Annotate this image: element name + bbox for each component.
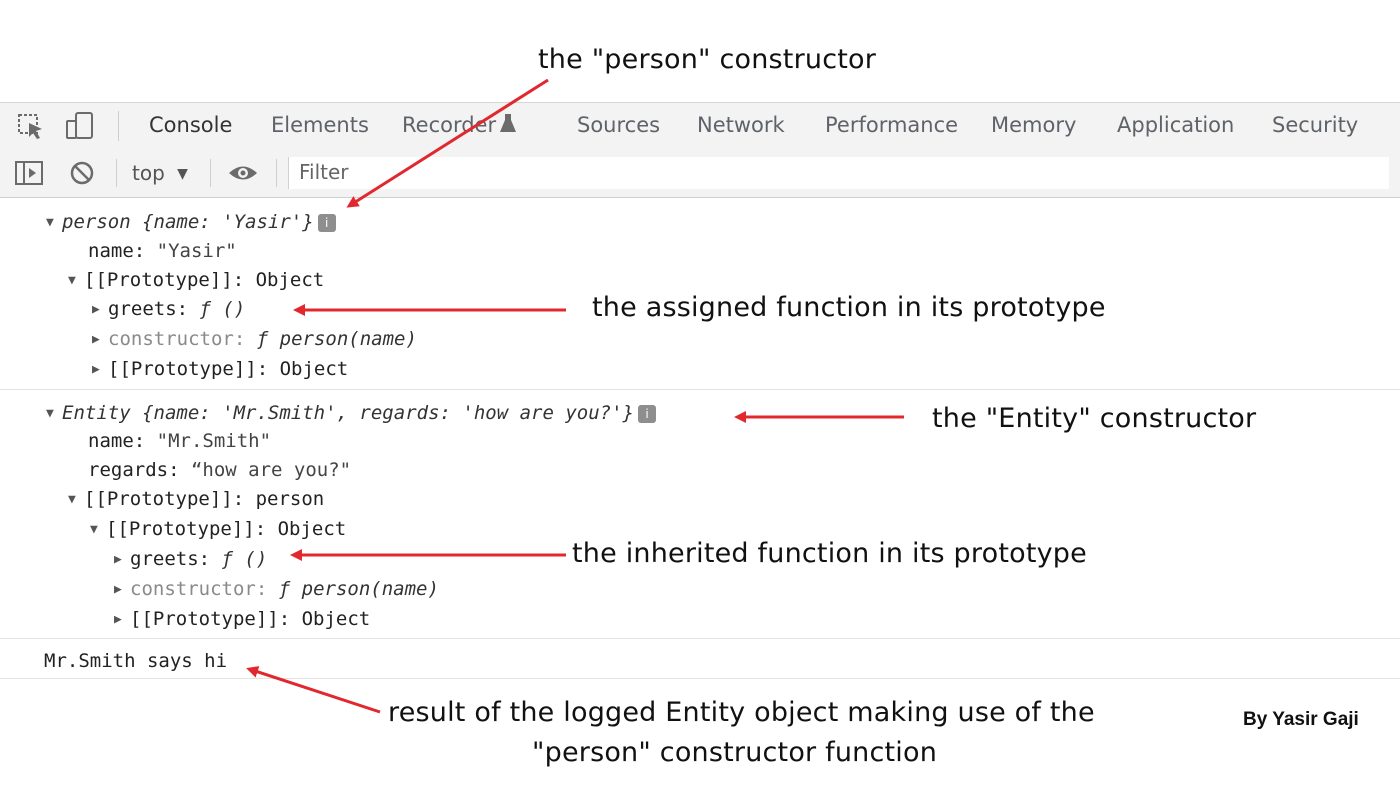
tab-security[interactable]: Security [1272,113,1359,137]
expand-triangle-icon[interactable]: ▼ [46,406,54,421]
entity-constructor-row[interactable]: ▶constructor: ƒ person(name) [114,578,439,600]
arrow-to-console-output [246,666,381,714]
tab-console[interactable]: Console [149,113,233,137]
sidebar-toggle-icon[interactable] [14,160,44,186]
tab-network[interactable]: Network [697,113,785,137]
person-greets-row[interactable]: ▶greets: ƒ () [92,298,246,320]
annotation-inherited-function: the inherited function in its prototype [572,538,1087,569]
byline: By Yasir Gaji [1243,709,1359,730]
entity-name-row: name: "Mr.Smith" [88,430,272,452]
collapse-triangle-icon[interactable]: ▶ [114,612,122,627]
arrow-to-person-summary [346,78,549,208]
filter-input[interactable]: Filter [288,157,1389,189]
expand-triangle-icon[interactable]: ▼ [46,215,54,230]
tab-memory[interactable]: Memory [991,113,1077,137]
collapse-triangle-icon[interactable]: ▶ [114,552,122,567]
entity-greets-row[interactable]: ▶greets: ƒ () [114,548,268,570]
person-prototype-object-row[interactable]: ▶[[Prototype]]: Object [92,358,349,380]
tab-sources[interactable]: Sources [577,113,661,137]
filter-placeholder: Filter [299,160,349,184]
console-log-output: Mr.Smith says hi [44,650,228,672]
context-select[interactable]: top ▼ [132,161,188,185]
annotation-result-line2: "person" constructor function [532,737,938,768]
annotation-entity-constructor: the "Entity" constructor [932,403,1257,434]
tab-performance[interactable]: Performance [825,113,959,137]
tab-application[interactable]: Application [1117,113,1235,137]
console-toolbar: top ▼ Filter [0,149,1400,198]
annotation-assigned-function: the assigned function in its prototype [592,292,1106,323]
expand-triangle-icon[interactable]: ▼ [90,522,98,537]
info-badge-icon[interactable]: i [317,214,336,232]
person-name-row: name: "Yasir" [88,240,237,262]
entity-summary[interactable]: ▼Entity {name: 'Mr.Smith', regards: 'how… [46,402,656,424]
collapse-triangle-icon[interactable]: ▶ [114,582,122,597]
collapse-triangle-icon[interactable]: ▶ [92,332,100,347]
clear-console-icon[interactable] [68,159,96,187]
tab-recorder[interactable]: Recorder [402,113,497,137]
entity-prototype-object-row[interactable]: ▼[[Prototype]]: Object [90,518,347,540]
annotation-result-line1: result of the logged Entity object makin… [388,697,1095,728]
expand-triangle-icon[interactable]: ▼ [68,492,76,507]
dropdown-icon: ▼ [177,166,188,182]
entity-prototype-person-row[interactable]: ▼[[Prototype]]: person [68,488,325,510]
recorder-flask-icon [500,114,516,132]
eye-icon[interactable] [227,162,259,184]
device-icon[interactable] [64,111,96,141]
devtools-tab-bar: Console Elements Recorder Sources Networ… [0,102,1400,150]
expand-triangle-icon[interactable]: ▼ [68,273,76,288]
tab-elements[interactable]: Elements [271,113,369,137]
collapse-triangle-icon[interactable]: ▶ [92,302,100,317]
person-constructor-row[interactable]: ▶constructor: ƒ person(name) [92,328,417,350]
inspect-icon[interactable] [16,112,46,140]
collapse-triangle-icon[interactable]: ▶ [92,362,100,377]
info-badge-icon[interactable]: i [637,405,656,423]
person-summary[interactable]: ▼person {name: 'Yasir'}i [46,211,336,233]
context-select-label: top [132,161,165,185]
entity-prototype-object2-row[interactable]: ▶[[Prototype]]: Object [114,608,371,630]
person-prototype-row[interactable]: ▼[[Prototype]]: Object [68,269,325,291]
entity-regards-row: regards: “how are you?" [88,459,352,481]
annotation-person-constructor: the "person" constructor [538,44,877,75]
